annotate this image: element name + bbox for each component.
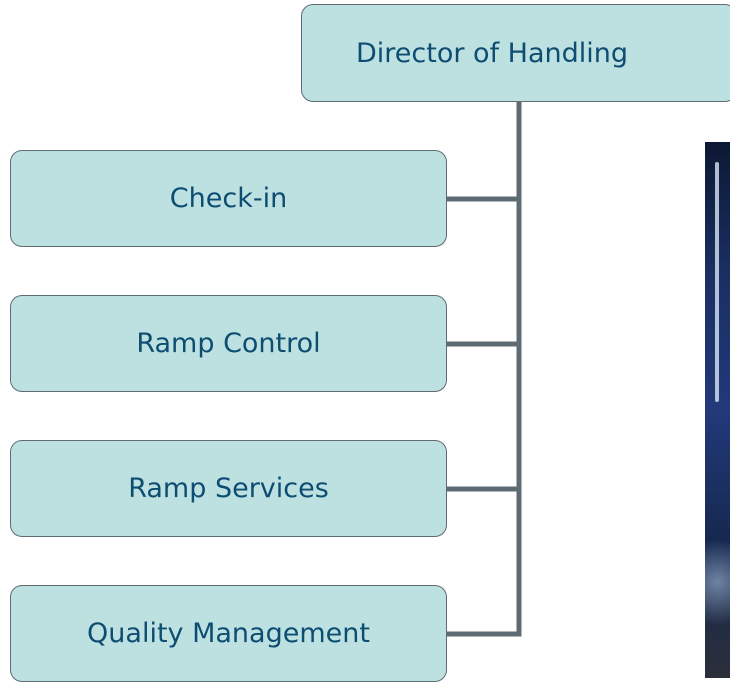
- ramp-services-box: Ramp Services: [10, 440, 447, 537]
- director-of-handling-box: Director of Handling: [301, 4, 730, 102]
- light-stripe: [715, 162, 719, 402]
- check-in-box: Check-in: [10, 150, 447, 247]
- quality-management-box: Quality Management: [10, 585, 447, 682]
- background-photo: [705, 142, 730, 678]
- light-glow: [705, 522, 730, 642]
- director-of-handling-label: Director of Handling: [356, 37, 629, 69]
- quality-management-label: Quality Management: [87, 618, 370, 649]
- ramp-control-box: Ramp Control: [10, 295, 447, 392]
- ramp-control-label: Ramp Control: [136, 328, 321, 359]
- check-in-label: Check-in: [169, 183, 288, 214]
- ramp-services-label: Ramp Services: [128, 473, 329, 504]
